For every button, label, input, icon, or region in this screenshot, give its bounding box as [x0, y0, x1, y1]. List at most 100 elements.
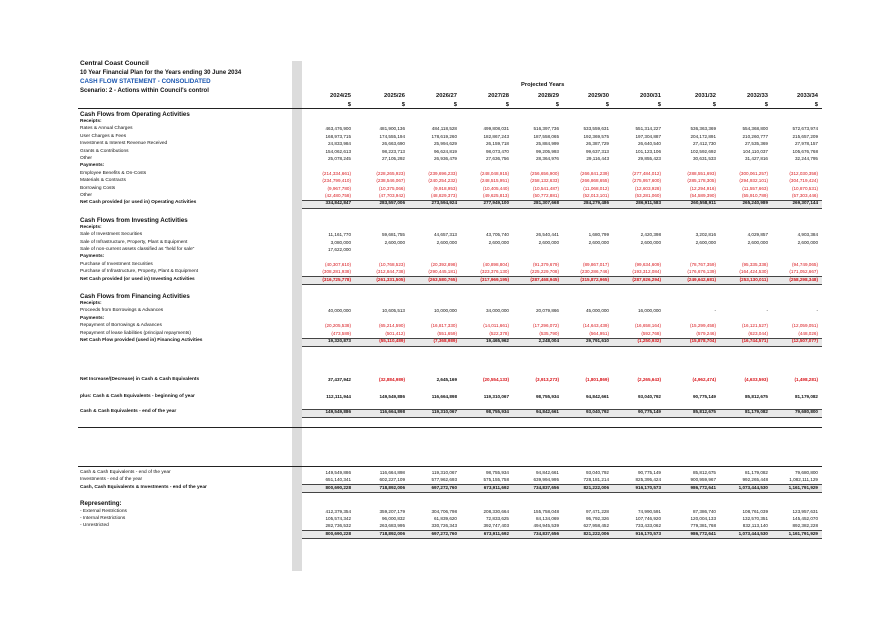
year-header-2025-26: 2025/26: [384, 93, 405, 99]
cell-value: 412,379,354: [325, 508, 351, 514]
row-label: Repayment of lease liabilities (principa…: [80, 330, 191, 336]
cell-value: 27,105,292: [382, 156, 405, 161]
cell-value: 697,272,760: [431, 530, 457, 536]
cell-value: (10,541,487): [532, 185, 559, 191]
cell-value: 639,994,995: [533, 477, 559, 483]
cell-value: 673,911,692: [483, 530, 509, 536]
cell-value: 94,842,661: [586, 394, 609, 399]
cell-value: (239,696,233): [428, 170, 457, 176]
section-title: Cash Flows from Investing Activities: [80, 216, 188, 224]
cell-value: 93,040,792: [586, 409, 609, 414]
cell-value: 16,000,000: [638, 308, 661, 314]
row-label: Net Cash provided (or used in) Operating…: [80, 200, 197, 206]
year-header-2024-25: 2024/25: [330, 93, 351, 99]
cell-value: 800,690,228: [325, 530, 351, 536]
cell-value: 281,307,668: [533, 200, 559, 206]
cell-value: 93,040,792: [638, 394, 661, 399]
cell-value: 27,636,756: [486, 156, 509, 161]
cell-value: 107,746,920: [635, 516, 661, 521]
cell-value: 697,272,760: [431, 484, 457, 490]
table-row: Receipts:: [0, 225, 873, 233]
cell-value: (14,643,439): [582, 323, 609, 329]
cell-value: (42,480,758): [324, 193, 351, 198]
cell-value: (323,376,130): [480, 269, 509, 275]
cell-value: (240,254,232): [428, 178, 457, 184]
row-label: Sale of non-current assets classified as…: [80, 247, 195, 252]
cell-value: (10,870,531): [791, 185, 818, 191]
year-header-2027-28: 2027/28: [488, 93, 509, 99]
row-label: - External Restrictions: [80, 508, 127, 514]
cell-value: 120,004,133: [690, 516, 716, 521]
cell-value: 4,903,384: [797, 232, 818, 238]
cell-value: (256,656,900): [530, 170, 559, 176]
cell-value: (275,957,600): [632, 178, 661, 184]
cell-value: 79,680,800: [795, 470, 818, 475]
cell-value: 1,161,791,929: [788, 530, 818, 536]
cell-value: 98,755,934: [536, 394, 559, 399]
cell-value: (1,498,281): [794, 377, 819, 382]
cell-value: 178,619,260: [431, 133, 457, 139]
cell-value: (48,829,373): [430, 193, 457, 198]
cell-value: 95,792,326: [586, 516, 609, 521]
cell-value: 484,118,528: [431, 126, 457, 132]
cell-value: 17,622,000: [328, 247, 351, 252]
unit-header: $: [712, 102, 716, 108]
unit-header: $: [453, 102, 457, 108]
divider-line: [78, 466, 822, 467]
table-row: Sale of non-current assets classified as…: [0, 247, 873, 255]
cell-value: (20,392,898): [430, 261, 457, 267]
table-row: Other(42,480,758)(47,703,942)(48,829,373…: [0, 193, 873, 201]
cell-value: 11,161,770: [328, 232, 351, 238]
table-row: Purchase of Investment Securities(40,307…: [0, 262, 873, 270]
cell-value: 992,265,448: [742, 477, 768, 483]
cell-value: (287,468,945): [530, 276, 559, 282]
cell-value: 215,657,209: [792, 133, 818, 139]
cell-value: (52,013,101): [582, 193, 609, 198]
cell-value: (316,725,778): [322, 276, 351, 282]
cell-value: (11,068,012): [583, 185, 609, 191]
total-row-shade: [302, 484, 822, 494]
cell-value: (535,790): [539, 330, 559, 336]
cell-value: 29,116,443: [586, 156, 609, 161]
cell-value: 105,676,768: [792, 148, 818, 154]
cell-value: 204,172,891: [690, 133, 716, 139]
cell-value: 26,663,690: [382, 141, 405, 147]
cell-value: -: [714, 308, 716, 314]
cell-value: 392,747,403: [483, 523, 509, 529]
cell-value: (16,744,571): [741, 338, 768, 343]
cell-value: (448,026): [798, 330, 818, 336]
cell-value: 98,755,934: [486, 409, 509, 414]
table-row: Borrowing Costs(9,967,780)(10,375,066)(9…: [0, 186, 873, 194]
cell-value: 551,314,227: [635, 126, 661, 132]
cell-value: 800,690,228: [325, 484, 351, 490]
cell-value: 98,755,934: [486, 470, 509, 475]
cell-value: 44,657,313: [434, 232, 457, 238]
cell-value: (49,625,813): [482, 193, 509, 198]
row-label: Other: [80, 156, 92, 161]
cell-value: 1,680,799: [588, 232, 609, 238]
cell-value: 733,433,062: [635, 523, 661, 529]
cell-value: 61,839,620: [434, 516, 457, 521]
cell-value: 40,000,000: [328, 308, 351, 314]
cell-value: 29,855,423: [638, 156, 661, 161]
cell-value: (294,932,101): [739, 178, 768, 184]
cell-value: (9,967,780): [327, 185, 352, 191]
cell-value: 45,000,000: [586, 308, 609, 314]
cell-value: (522,378): [489, 330, 509, 336]
cell-value: 2,645,169: [436, 377, 457, 382]
cell-value: 155,758,048: [533, 508, 559, 514]
cell-value: (193,312,084): [632, 269, 661, 275]
cell-value: 93,040,792: [586, 470, 609, 475]
cell-value: (16,817,330): [430, 323, 457, 329]
cell-value: 32,244,795: [795, 156, 818, 161]
row-label: Cash, Cash Equivalents & Investments - e…: [80, 484, 207, 490]
cell-value: 72,833,625: [486, 516, 509, 521]
table-row: Cash & Cash Equivalents - end of the yea…: [0, 470, 873, 478]
cell-value: (9,918,953): [433, 185, 458, 191]
cell-value: 734,837,656: [533, 530, 559, 536]
cell-value: 74,990,591: [638, 508, 661, 514]
